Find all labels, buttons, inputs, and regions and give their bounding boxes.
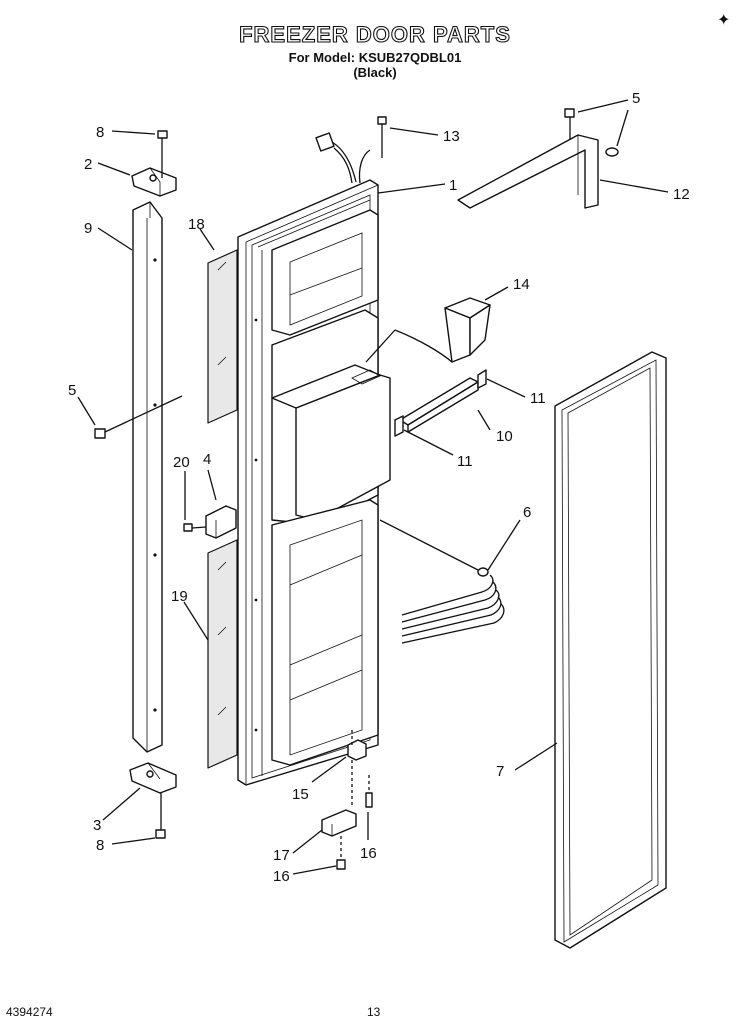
- callout-4: 4: [203, 451, 211, 468]
- part-1-freezer-door: [237, 179, 391, 786]
- part-16-bottom-screw: [336, 836, 346, 870]
- callout-6: 6: [523, 504, 531, 521]
- color-line: (Black): [353, 65, 397, 80]
- callout-18: 18: [188, 216, 205, 233]
- part-5-left-screw: [94, 395, 183, 439]
- part-16-pin: [365, 775, 373, 808]
- callout-19: 19: [171, 588, 188, 605]
- part-11-clip-lower: [394, 415, 404, 437]
- callout-11-lower: 11: [457, 453, 473, 470]
- part-15-hinge-bushing: [347, 730, 367, 808]
- part-19-panel: [207, 539, 238, 769]
- callout-17: 17: [273, 847, 290, 864]
- corner-mark-icon: ✦: [717, 12, 731, 29]
- model-line: For Model: KSUB27QDBL01: [288, 50, 462, 65]
- callout-8-top: 8: [96, 124, 104, 141]
- part-13-screw: [377, 116, 387, 158]
- callout-7: 7: [496, 763, 504, 780]
- part-17-hinge-block: [321, 809, 357, 837]
- callout-9: 9: [84, 220, 92, 237]
- part-8-bottom-screw: [155, 793, 166, 839]
- callout-8-bottom: 8: [96, 837, 104, 854]
- part-9-trim-strip: [132, 201, 163, 753]
- callout-labels: 1 2 3 4 5 5 6 7 8 8 9 10 11 11 12 13 14 …: [68, 90, 690, 885]
- part-7-door-gasket: [554, 351, 667, 949]
- callout-12: 12: [673, 186, 690, 203]
- callout-13: 13: [443, 128, 460, 145]
- part-6-heater-wires: [379, 519, 505, 644]
- callout-2: 2: [84, 156, 92, 173]
- part-12-top-trim: [457, 134, 599, 209]
- callout-14: 14: [513, 276, 530, 293]
- part-5-top-screws: [564, 108, 619, 157]
- part-14-funnel: [365, 297, 491, 363]
- part-10-guide-rail: [399, 377, 479, 433]
- document-number: 4394274: [6, 1005, 53, 1019]
- callout-15: 15: [292, 786, 309, 803]
- part-8-top-screw: [157, 130, 168, 178]
- callout-leaders: [77, 99, 669, 875]
- part-2-top-hinge: [131, 167, 177, 197]
- callout-1: 1: [449, 177, 457, 194]
- page-number: 13: [367, 1005, 381, 1019]
- part-4-bracket: [205, 505, 237, 539]
- callout-10: 10: [496, 428, 513, 445]
- door-wire-connector: [315, 132, 371, 184]
- callout-16-right: 16: [360, 845, 377, 862]
- callout-5-top: 5: [632, 90, 640, 107]
- callout-11-upper: 11: [530, 390, 546, 407]
- diagram-title: FREEZER DOOR PARTS: [239, 21, 511, 47]
- part-18-panel: [207, 249, 238, 424]
- callout-16-left: 16: [273, 868, 290, 885]
- callout-20: 20: [173, 454, 190, 471]
- callout-5-left: 5: [68, 382, 76, 399]
- part-3-bottom-hinge: [129, 762, 177, 794]
- callout-3: 3: [93, 817, 101, 834]
- part-11-clip-upper: [477, 369, 487, 389]
- part-20-screw: [183, 523, 207, 532]
